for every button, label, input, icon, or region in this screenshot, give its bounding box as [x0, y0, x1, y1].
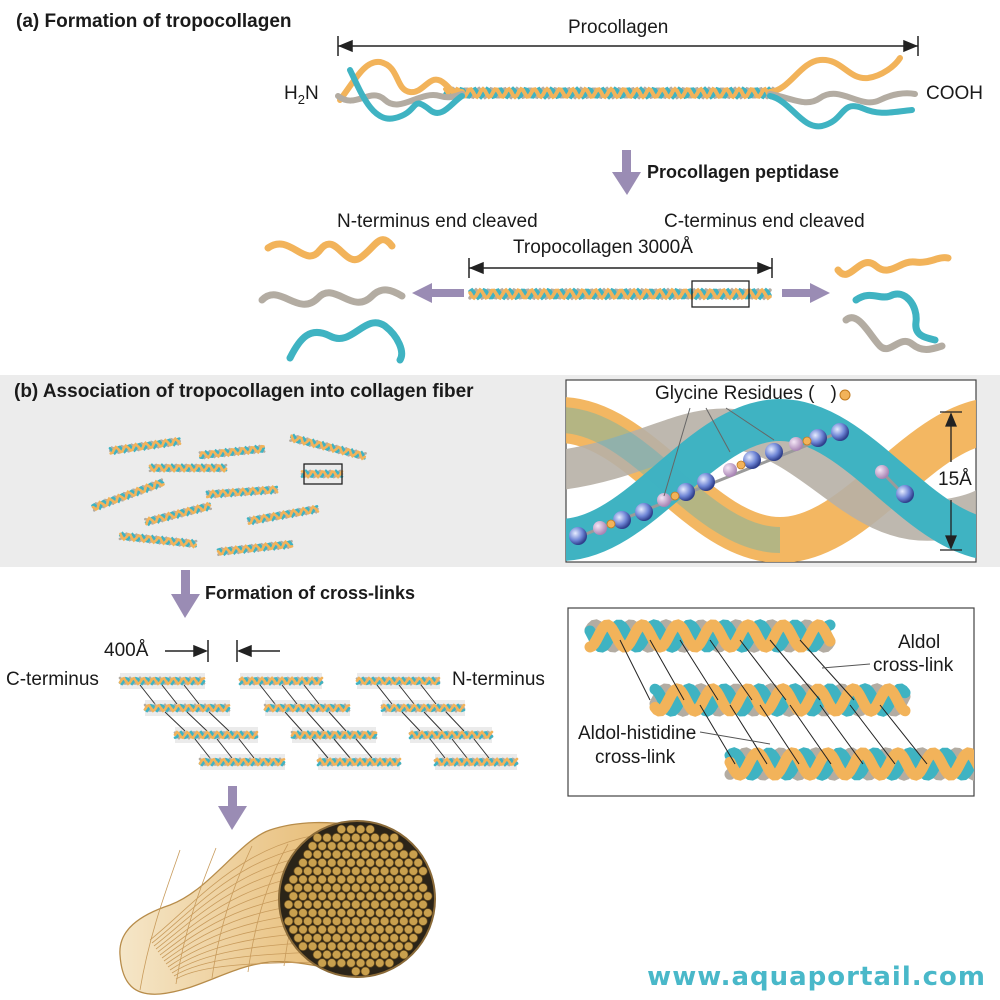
- tropocollagen-label: Tropocollagen 3000Å: [513, 237, 693, 258]
- crosslink-inset: [567, 607, 975, 797]
- scatter-zoom-box: [303, 463, 343, 485]
- tropocollagen-molecule: [263, 703, 351, 713]
- tropocollagen-molecule: [355, 676, 441, 686]
- tropocollagen-molecule: [118, 676, 206, 686]
- tropocollagen-helix: [468, 287, 772, 301]
- distance-400a-marks: [165, 640, 280, 662]
- aldol-histidine-label-line-2: cross-link: [595, 747, 676, 768]
- c-terminus-label: C-terminus: [6, 669, 99, 690]
- staggered-array: [118, 673, 519, 770]
- tropocollagen-molecule: [316, 757, 402, 767]
- crosslink-helix-bottom: [724, 747, 974, 781]
- n-terminus-cleaved-label: N-terminus end cleaved: [337, 211, 538, 232]
- left-cleave-arrow: [412, 283, 464, 303]
- helix-zoom-box: [691, 280, 750, 308]
- tropocollagen-span-line: [468, 258, 773, 278]
- fiber-arrow: [218, 786, 247, 830]
- carboxyl-terminus-label: COOH: [926, 83, 983, 104]
- aldol-label-line-1: Aldol: [898, 632, 941, 653]
- tropocollagen-molecule: [143, 703, 231, 713]
- n-terminus-label: N-terminus: [452, 669, 545, 690]
- tropocollagen-molecule: [91, 478, 165, 512]
- tropocollagen-molecule: [289, 433, 367, 461]
- cross-links-arrow: [171, 570, 200, 618]
- procollagen-peptidase-arrow: [612, 150, 641, 195]
- c-propeptide-fragments: [834, 254, 952, 353]
- glycine-label: Glycine Residues (): [655, 383, 837, 404]
- glycine-pointer-lines: [663, 407, 775, 497]
- tropocollagen-molecule: [433, 757, 519, 767]
- tropocollagen-molecule: [198, 444, 266, 460]
- aldol-label-line-2: cross-link: [873, 655, 954, 676]
- aldol-histidine-label-line-1: Aldol-histidine: [578, 723, 697, 744]
- tropocollagen-molecule: [148, 463, 228, 473]
- glycine-inset: [565, 379, 977, 563]
- crosslink-pointer-lines: [699, 663, 871, 745]
- tropocollagen-molecule: [408, 730, 494, 740]
- crosslink-helix-top: [584, 619, 836, 653]
- tropocollagen-molecule: [118, 531, 198, 549]
- procollagen-label: Procollagen: [568, 17, 669, 38]
- watermark: www.aquaportail.com: [647, 962, 986, 992]
- tropocollagen-molecule: [198, 757, 286, 767]
- tropocollagen-molecule: [290, 730, 378, 740]
- tropocollagen-molecule: [173, 730, 259, 740]
- n-propeptide-fragments: [258, 236, 406, 364]
- tropocollagen-molecule: [205, 484, 279, 500]
- distance-15a-bracket: [940, 411, 962, 551]
- tropocollagen-molecule: [108, 436, 182, 456]
- right-cleave-arrow: [782, 283, 830, 303]
- tropocollagen-molecule: [300, 469, 344, 479]
- procollagen-helix: [443, 86, 777, 100]
- glycine-legend-icon: [839, 389, 851, 401]
- distance-15a-label: 15Å: [938, 469, 972, 490]
- collagen-fiber: [119, 820, 436, 995]
- amino-terminus-label: H2N: [284, 83, 319, 107]
- panel-b-title: (b) Association of tropocollagen into co…: [14, 381, 474, 402]
- distance-400a-label: 400Å: [104, 640, 149, 661]
- tropocollagen-molecule: [380, 703, 466, 713]
- procollagen-molecule: [335, 55, 918, 130]
- panel-a-title: (a) Formation of tropocollagen: [16, 11, 292, 32]
- tropocollagen-molecule: [246, 504, 320, 526]
- procollagen-span-line: [337, 36, 919, 56]
- tropocollagen-molecule: [216, 539, 294, 557]
- tropocollagen-scatter: [91, 433, 367, 557]
- c-terminus-cleaved-label: C-terminus end cleaved: [664, 211, 865, 232]
- cross-links-label: Formation of cross-links: [205, 583, 416, 603]
- enzyme-label: Procollagen peptidase: [647, 162, 840, 182]
- tropocollagen-molecule: [468, 287, 772, 301]
- tropocollagen-molecule: [238, 676, 324, 686]
- crosslink-helix-middle: [649, 683, 911, 717]
- tropocollagen-molecule: [143, 501, 213, 527]
